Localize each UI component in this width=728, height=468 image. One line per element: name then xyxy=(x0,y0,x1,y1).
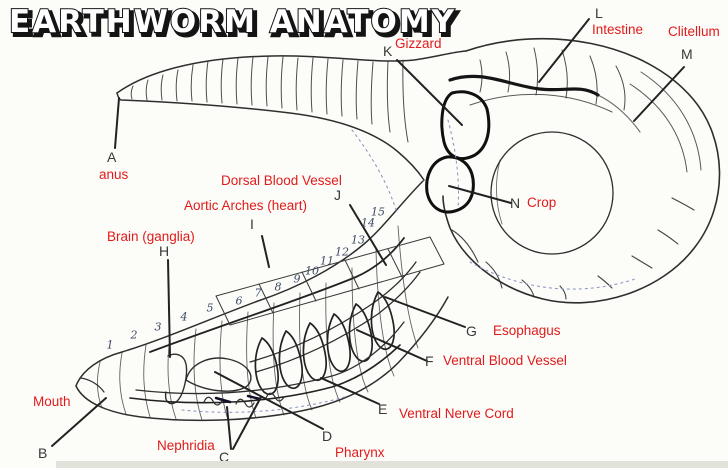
segment-number-9: 9 xyxy=(293,272,301,286)
part-label-intestine: Intestine xyxy=(592,22,644,37)
part-label-anus: anus xyxy=(99,167,129,182)
segment-number-7: 7 xyxy=(254,286,262,300)
gizzard-outline xyxy=(440,90,491,160)
letter-label-crop: N xyxy=(510,195,521,211)
anterior-bottom-edge xyxy=(75,296,449,422)
intestine-tube-faint xyxy=(597,94,641,133)
letter-label-ventral-blood-vessel: F xyxy=(425,353,434,369)
intestine-tube xyxy=(448,74,600,97)
segment-number-5: 5 xyxy=(206,301,214,315)
anterior-top-edge xyxy=(75,180,424,387)
segment-number-6: 6 xyxy=(235,294,243,308)
title-group: EARTHWORM ANATOMY EARTHWORM ANATOMY xyxy=(8,3,459,45)
letter-label-brain: H xyxy=(159,243,170,259)
segment-number-2: 2 xyxy=(130,328,138,342)
part-label-gizzard: Gizzard xyxy=(395,36,442,51)
leader-anus xyxy=(114,97,120,149)
part-label-aortic-arches: Aortic Arches (heart) xyxy=(184,198,308,213)
part-label-esophagus: Esophagus xyxy=(493,323,561,338)
segment-grid xyxy=(215,236,445,326)
blue-stipple xyxy=(181,119,639,413)
coil-inner-edge xyxy=(490,131,614,255)
leader-nephridia-2 xyxy=(232,396,262,450)
page-title-shadow: EARTHWORM ANATOMY xyxy=(12,7,459,43)
segment-number-12: 12 xyxy=(335,245,349,259)
part-label-dorsal-blood-vessel: Dorsal Blood Vessel xyxy=(221,173,342,188)
segment-number-14: 14 xyxy=(361,216,375,230)
segment-number-15: 15 xyxy=(371,205,385,219)
leader-nephridia-1 xyxy=(226,406,232,450)
tail-top-edge xyxy=(116,50,467,94)
leader-intestine xyxy=(538,18,590,83)
segment-number-8: 8 xyxy=(274,280,282,294)
segment-number-11: 11 xyxy=(320,254,334,268)
letter-label-nephridia: C xyxy=(219,449,230,465)
segment-number-13: 13 xyxy=(351,233,365,247)
segment-number-4: 4 xyxy=(180,310,188,324)
clitellum-lines xyxy=(629,71,702,173)
part-label-brain: Brain (ganglia) xyxy=(107,229,195,244)
letter-label-aortic-arches: I xyxy=(250,216,254,232)
ventral-blood-vessel-line xyxy=(135,321,405,395)
part-label-ventral-blood-vessel: Ventral Blood Vessel xyxy=(443,353,567,368)
part-label-nephridia: Nephridia xyxy=(157,438,215,453)
leader-crop xyxy=(448,185,512,204)
coil-upper-inner-line xyxy=(469,93,613,113)
letter-label-anus: A xyxy=(107,149,117,165)
crop-outline xyxy=(425,155,475,214)
part-label-pharynx: Pharynx xyxy=(335,445,385,460)
page-title: EARTHWORM ANATOMY xyxy=(9,4,456,40)
segment-number-10: 10 xyxy=(305,264,319,278)
leader-aortic-arches xyxy=(261,235,270,268)
dorsal-blood-vessel-line xyxy=(149,237,405,353)
part-label-mouth: Mouth xyxy=(33,394,71,409)
leader-brain xyxy=(167,259,171,358)
letter-label-pharynx: D xyxy=(322,428,333,444)
letter-label-gizzard: K xyxy=(383,43,393,59)
letter-label-mouth: B xyxy=(38,445,48,461)
leader-clitellum xyxy=(633,66,685,122)
tail-segment-rings xyxy=(130,56,409,143)
leader-gizzard xyxy=(396,59,463,126)
part-label-ventral-nerve-cord: Ventral Nerve Cord xyxy=(399,406,514,421)
letter-label-esophagus: G xyxy=(466,323,477,339)
letter-label-dorsal-blood-vessel: J xyxy=(334,187,341,203)
part-label-clitellum: Clitellum xyxy=(668,24,720,39)
leader-mouth xyxy=(51,397,107,447)
leader-lines-group xyxy=(51,18,685,450)
part-label-crop: Crop xyxy=(527,195,557,210)
leader-pharynx xyxy=(214,371,324,430)
worm-body-group xyxy=(75,37,721,422)
segment-number-3: 3 xyxy=(154,320,162,334)
segment-number-1: 1 xyxy=(106,338,114,352)
ventral-nerve-cord-line xyxy=(129,344,401,404)
nephridia-squiggles xyxy=(203,392,285,408)
dark-gut-spots xyxy=(214,394,262,404)
leader-ventral-nerve-cord xyxy=(320,377,380,405)
letter-label-intestine: L xyxy=(595,5,603,21)
letter-label-ventral-nerve-cord: E xyxy=(378,401,388,417)
coil-inner-shading xyxy=(495,159,503,225)
leader-esophagus xyxy=(384,296,466,328)
letter-label-clitellum: M xyxy=(681,46,693,62)
mouth-detail xyxy=(79,377,105,393)
coil-segment-rings-bottom xyxy=(451,197,695,300)
pharynx-shape xyxy=(185,357,252,392)
coil-outer-edge xyxy=(442,37,721,304)
tail-bottom-edge xyxy=(116,92,425,181)
footer-scan-bar xyxy=(56,461,728,468)
leader-dorsal-blood-vessel xyxy=(349,204,387,266)
leader-ventral-blood-vessel xyxy=(356,329,428,362)
